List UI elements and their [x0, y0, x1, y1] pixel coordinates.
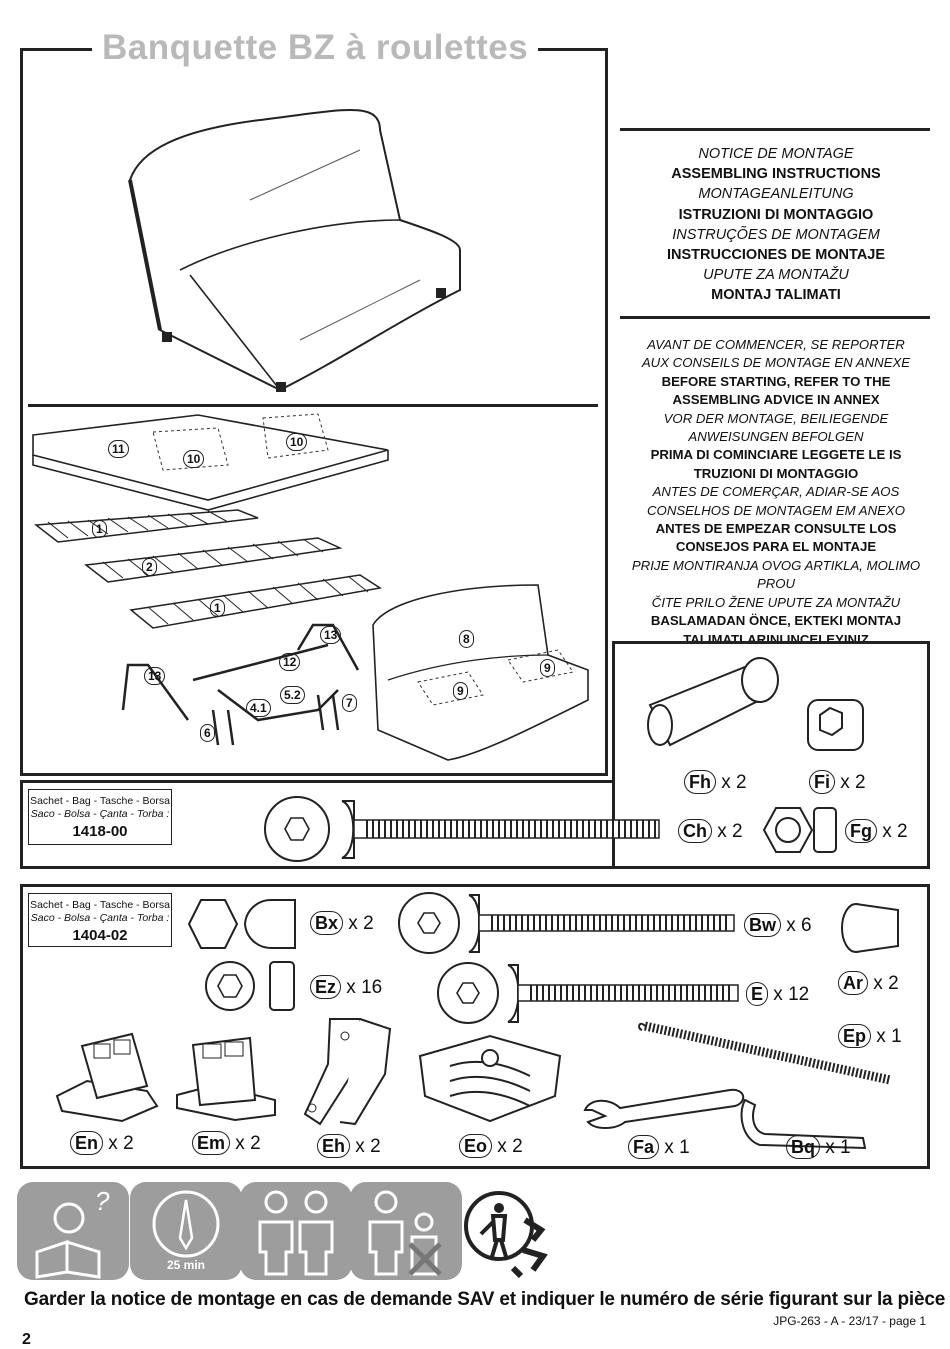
part-Bw: Bw x 6 [744, 913, 812, 937]
spring-ep-drawing [638, 1021, 891, 1085]
bolt-e-drawing [437, 962, 739, 1024]
instructions-line: MONTAJ TALIMATI [711, 287, 841, 304]
callout-11: 11 [108, 440, 129, 458]
callout-4-1: 4.1 [246, 699, 271, 717]
callout-13-a: 13 [320, 626, 342, 644]
part-Bq: Bq x 1 [786, 1135, 851, 1159]
advice-line: BEFORE STARTING, REFER TO THE [661, 373, 891, 389]
advice-line: AVANT DE COMMENCER, SE REPORTER [647, 337, 905, 352]
bolt-bw-drawing [398, 892, 735, 954]
document-reference: JPG-263 - A - 23/17 - page 1 [773, 1314, 926, 1328]
two-persons-icon [240, 1182, 352, 1280]
bracket-eh-drawing [303, 1018, 392, 1126]
advice-line: ČITE PRILO ŽENE UPUTE ZA MONTAŽU [651, 594, 901, 610]
footer-text: Garder la notice de montage en cas de de… [24, 1289, 950, 1310]
nut-ar-drawing [841, 903, 899, 953]
advice-line: PRIMA DI COMINCIARE LEGGETE LE IS [650, 447, 902, 463]
advice-line: CONSELHOS DE MONTAGEM EM ANEXO [647, 502, 905, 518]
part-Ar: Ar x 2 [838, 971, 899, 995]
advice-block: AVANT DE COMMENCER, SE REPORTER AUX CONSE… [620, 336, 932, 649]
instructions-line: UPUTE ZA MONTAŽU [703, 267, 849, 284]
instructions-line: NOTICE DE MONTAGE [698, 146, 854, 162]
instructions-line: MONTAGEANLEITUNG [698, 186, 854, 203]
part-Ep: Ep x 1 [838, 1024, 902, 1048]
page-number: 2 [22, 1331, 31, 1348]
advice-line: AUX CONSEILS DE MONTAGE EN ANNEXE [641, 355, 911, 371]
callout-9-a: 9 [540, 659, 555, 677]
part-Eh: Eh x 2 [317, 1134, 381, 1158]
part-Fi: Fi x 2 [809, 770, 866, 794]
sleeve-parts-box [612, 641, 930, 869]
advice-line: ANWEISUNGEN BEFOLGEN [688, 429, 864, 445]
nut-bx-drawing [187, 898, 296, 950]
instructions-line: INSTRUCCIONES DE MONTAJE [666, 247, 886, 264]
part-Ez: Ez x 16 [310, 975, 382, 999]
time-label: 25 min [166, 1258, 205, 1272]
part-E: E x 12 [746, 982, 809, 1006]
instructions-block: NOTICE DE MONTAGE ASSEMBLING INSTRUCTIONS… [620, 144, 932, 306]
callout-9-b: 9 [453, 682, 468, 700]
time-icon: 25 min [130, 1182, 242, 1280]
advice-line: PRIJE MONTIRANJA OVOG ARTIKLA, MOLIMO PR… [631, 557, 921, 592]
advice-line: TRUZIONI DI MONTAGGIO [693, 465, 859, 481]
callout-10-a: 10 [183, 450, 205, 468]
recycling-icon [464, 1191, 548, 1279]
part-Fh: Fh x 2 [684, 770, 747, 794]
callout-1-b: 1 [210, 599, 225, 617]
nut-ez-drawing [205, 961, 295, 1011]
callout-2: 2 [142, 558, 157, 576]
advice-line: BASLAMADAN ÖNCE, EKTEKI MONTAJ [650, 613, 902, 629]
part-Eo: Eo x 2 [459, 1134, 523, 1158]
part-Em: Em x 2 [192, 1131, 261, 1155]
advice-line: ANTES DE EMPEZAR CONSULTE LOS [655, 521, 897, 537]
assembly-exploded-view [32, 413, 589, 761]
instructions-line: ASSEMBLING INSTRUCTIONS [671, 166, 881, 183]
callout-10-b: 10 [286, 433, 308, 451]
callout-1-a: 1 [92, 520, 107, 538]
divider-instructions-bottom [620, 316, 930, 319]
advice-line: CONSEJOS PARA EL MONTAJE [675, 539, 877, 555]
part-Fg: Fg x 2 [845, 819, 908, 843]
callout-5-2: 5.2 [280, 686, 305, 704]
page-title: Banquette BZ à roulettes [92, 28, 539, 68]
advice-line: VOR DER MONTAGE, BEILIEGENDE [663, 410, 889, 426]
callout-8: 8 [459, 630, 474, 648]
callout-13-b: 13 [144, 667, 166, 685]
svg-text:?: ? [95, 1186, 110, 1216]
callout-12: 12 [279, 653, 301, 671]
bag-1404-label: Sachet - Bag - Tasche - Borsa Saco - Bol… [28, 893, 172, 947]
instructions-line: ISTRUZIONI DI MONTAGGIO [678, 206, 874, 223]
foot-em-drawing [176, 1036, 276, 1122]
sleeve-fi-drawing [807, 699, 864, 751]
part-En: En x 2 [70, 1131, 134, 1155]
divider-instructions-top [620, 128, 930, 131]
part-Fa: Fa x 1 [628, 1135, 690, 1159]
bolt-ch-drawing [264, 796, 660, 862]
callout-7: 7 [342, 694, 357, 712]
allen-key-bq-drawing [740, 1098, 867, 1150]
read-instructions-icon: ? [17, 1182, 129, 1280]
bag-1418-row [20, 780, 612, 869]
foot-en-drawing [55, 1032, 159, 1123]
sleeve-fh-drawing [647, 657, 779, 747]
divider-sofa [28, 404, 598, 407]
advice-line: ASSEMBLING ADVICE IN ANNEX [672, 392, 880, 408]
part-Ch: Ch x 2 [678, 819, 743, 843]
bag-1404-box [20, 884, 930, 1169]
wrench-fa-drawing [583, 1088, 745, 1129]
no-children-icon [350, 1182, 462, 1280]
nut-fg-drawing [762, 807, 837, 853]
advice-line: ANTES DE COMERÇAR, ADIAR-SE AOS [652, 484, 900, 500]
bag-1418-label: Sachet - Bag - Tasche - Borsa Saco - Bol… [28, 789, 172, 845]
sofa-illustration [128, 109, 461, 392]
instructions-line: INSTRUÇÕES DE MONTAGEM [672, 226, 880, 243]
callout-6: 6 [200, 724, 215, 742]
part-Bx: Bx x 2 [310, 911, 374, 935]
mechanism-eo-drawing [418, 1034, 562, 1123]
footer-note: Garder la notice de montage en cas de de… [24, 1287, 950, 1311]
